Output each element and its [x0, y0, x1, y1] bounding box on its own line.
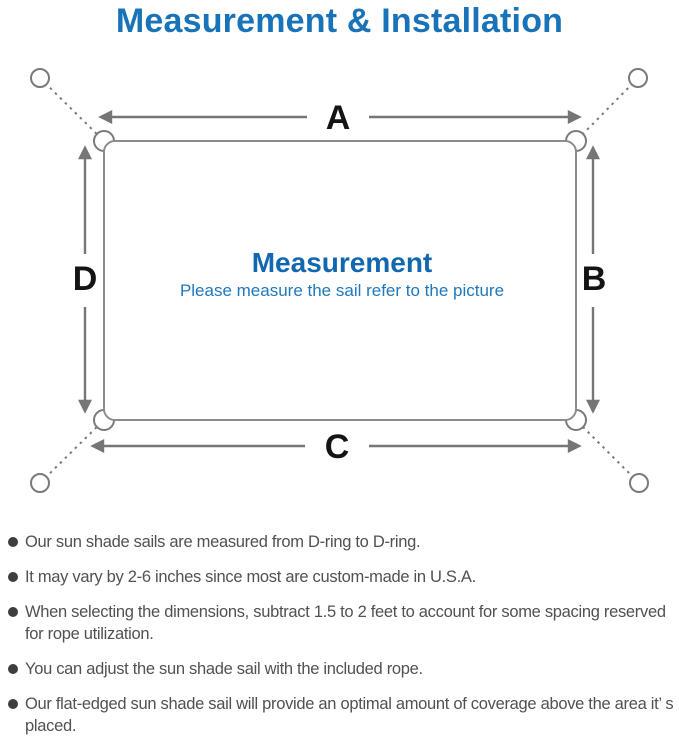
list-item: Our flat-edged sun shade sail will provi… [8, 693, 675, 737]
anchor-ring-icon [30, 473, 50, 493]
bullet-icon [8, 607, 18, 617]
diagram-center-subtitle: Please measure the sail refer to the pic… [180, 281, 504, 300]
note-text: Our sun shade sails are measured from D-… [25, 533, 421, 551]
notes-list: Our sun shade sails are measured from D-… [8, 531, 675, 739]
list-item: You can adjust the sun shade sail with t… [8, 658, 675, 680]
list-item: Our sun shade sails are measured from D-… [8, 531, 675, 553]
dimension-label-b: B [582, 260, 607, 298]
note-text: It may vary by 2-6 inches since most are… [25, 568, 476, 586]
list-item: It may vary by 2-6 inches since most are… [8, 566, 675, 588]
dimension-label-a: A [326, 99, 351, 137]
bullet-icon [8, 537, 18, 547]
dimension-label-d: D [73, 260, 98, 298]
bullet-icon [8, 664, 18, 674]
bullet-icon [8, 572, 18, 582]
anchor-rope-line-bottom-left [39, 417, 107, 484]
note-text: Our flat-edged sun shade sail will provi… [25, 695, 674, 735]
note-text: When selecting the dimensions, subtract … [25, 603, 666, 643]
anchor-ring-icon [628, 68, 648, 88]
anchor-ring-icon [629, 473, 649, 493]
note-text: You can adjust the sun shade sail with t… [25, 660, 423, 678]
page-title: Measurement & Installation [115, 2, 564, 40]
sail-outline [103, 140, 577, 421]
list-item: When selecting the dimensions, subtract … [8, 601, 675, 645]
dimension-label-c: C [325, 428, 350, 466]
bullet-icon [8, 699, 18, 709]
diagram-center-heading: Measurement [252, 247, 433, 278]
anchor-rope-line-bottom-right [573, 417, 640, 484]
measurement-diagram: A B C D Measurement Please measure the s… [30, 68, 649, 493]
anchor-ring-icon [30, 68, 50, 88]
anchor-rope-line-top-right [573, 77, 639, 144]
anchor-rope-line-top-left [39, 77, 107, 144]
